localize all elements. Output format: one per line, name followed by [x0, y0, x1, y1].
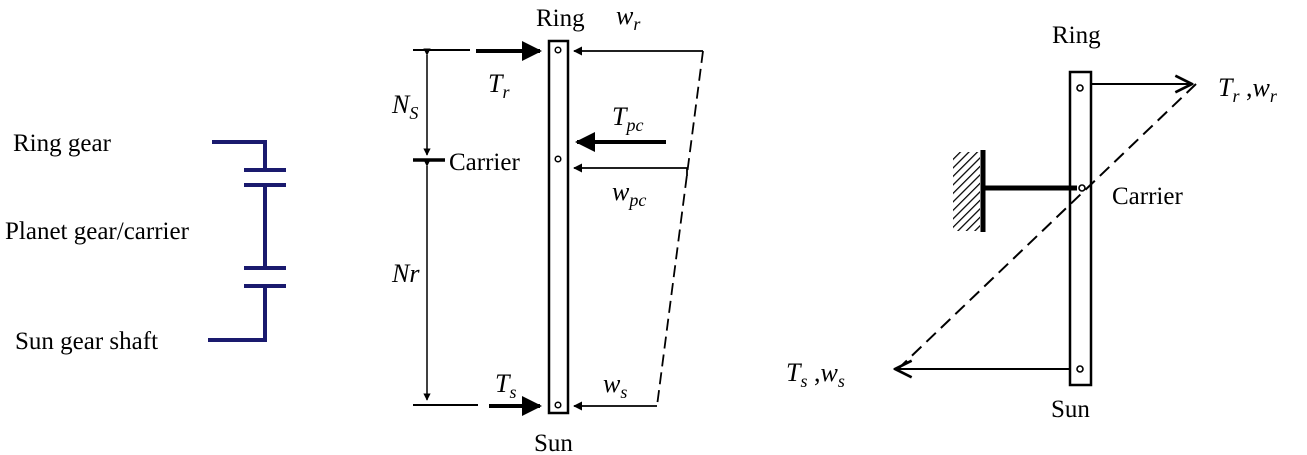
ring-gear-line — [212, 140, 267, 170]
ns-label: NS — [391, 90, 418, 123]
sun-shaft-label: Sun gear shaft — [15, 328, 158, 355]
grounded-carrier-label: Carrier — [1112, 183, 1183, 210]
sun-torque-label: Ts — [495, 369, 516, 402]
gear-stick-diagram: Ring gear Planet gear/carrier Sun gear s… — [5, 130, 286, 355]
lever-ring-label: Ring — [536, 5, 585, 32]
carrier-speed-label: wpc — [612, 177, 646, 210]
ring-output-label: Tr ,wr — [1218, 73, 1278, 106]
grounded-ring-node — [1076, 84, 1084, 92]
grounded-ring-label: Ring — [1052, 22, 1101, 49]
ground-hatch — [953, 152, 980, 231]
grounded-lever-bar — [1068, 70, 1093, 387]
grounded-speed-dashed-line — [897, 83, 1197, 370]
ring-node — [554, 46, 562, 54]
planet-carrier-label: Planet gear/carrier — [5, 218, 190, 245]
lever-carrier-label: Carrier — [449, 149, 520, 176]
ring-gear-label: Ring gear — [13, 130, 112, 157]
nr-label: Nr — [391, 259, 420, 288]
carrier-torque-label: Tpc — [612, 102, 643, 135]
grounded-sun-label: Sun — [1051, 396, 1090, 423]
carrier-node — [554, 155, 562, 163]
sun-shaft-line — [208, 286, 267, 342]
lever-bar — [547, 39, 570, 415]
grounded-carrier-node — [1078, 184, 1086, 192]
sun-node — [554, 401, 562, 409]
ring-torque-label: Tr — [488, 69, 510, 102]
ring-speed-label: wr — [616, 1, 641, 34]
speed-dashed-line — [656, 50, 704, 407]
lever-sun-label: Sun — [534, 430, 573, 455]
grounded-carrier-diagram: Ring Sun Carrier Tr ,wr Ts ,ws — [786, 22, 1278, 423]
sun-output-label: Ts ,ws — [786, 358, 845, 391]
sun-speed-label: ws — [603, 369, 627, 402]
grounded-sun-node — [1076, 365, 1084, 373]
lever-diagram: Ring Sun NS Nr Carrier Tr Ts Tpc wr wpc … — [391, 1, 704, 455]
